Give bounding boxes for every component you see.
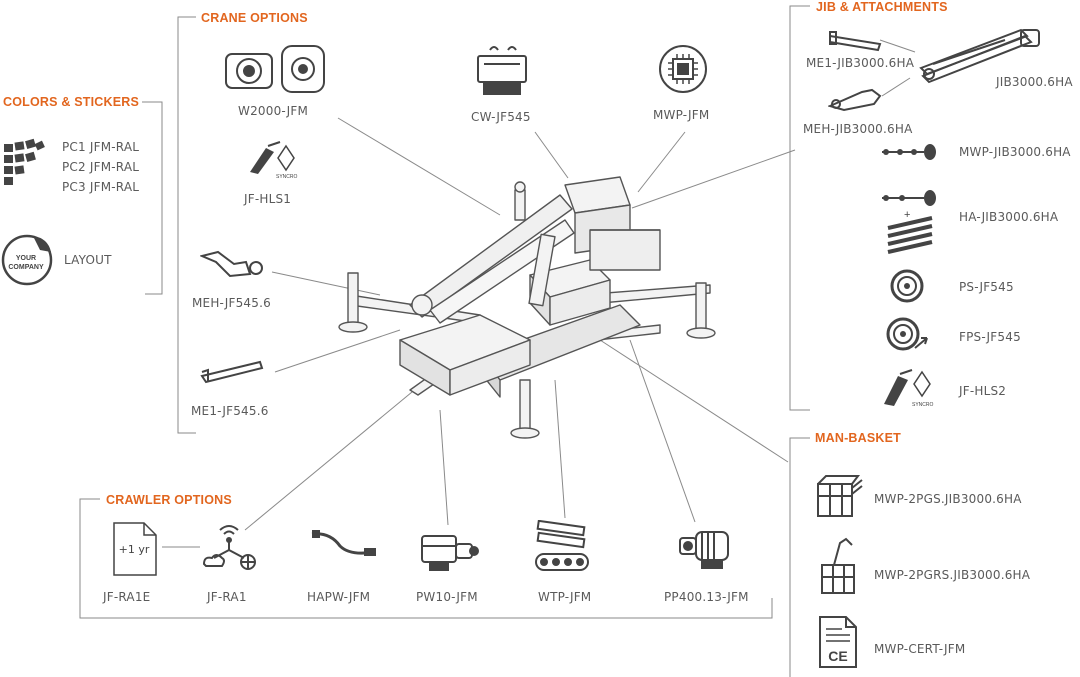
mwp-jib-label[interactable]: MWP-JIB3000.6HA xyxy=(959,145,1071,159)
wtp-label[interactable]: WTP-JFM xyxy=(538,590,592,604)
track-pads-icon xyxy=(535,520,589,571)
leader-me1-jib xyxy=(879,39,916,53)
hls2-label[interactable]: JF-HLS2 xyxy=(959,384,1007,398)
color-item-pc2[interactable]: PC2 JFM-RAL xyxy=(62,160,140,174)
section-title-man-basket: MAN-BASKET xyxy=(815,431,902,445)
basket-pgrs-label[interactable]: MWP-2PGRS.JIB3000.6HA xyxy=(874,568,1031,582)
sticker-text-your: YOUR xyxy=(16,255,36,262)
mwp-jib-icon xyxy=(882,144,936,160)
leader-meh xyxy=(271,271,381,296)
basket-bracket xyxy=(789,437,810,677)
limit-switch-icon: SYNCRO xyxy=(250,141,298,180)
power-pack-icon xyxy=(421,535,479,571)
section-title-crane-options: CRANE OPTIONS xyxy=(201,11,308,25)
color-item-pc1[interactable]: PC1 JFM-RAL xyxy=(62,140,140,154)
basket-pgrs-icon xyxy=(821,537,855,594)
counterweight-icon xyxy=(477,46,527,95)
colors-bracket xyxy=(142,101,163,295)
leader-basket xyxy=(599,339,789,463)
meh-jib-icon xyxy=(828,88,882,112)
crane-bracket xyxy=(177,16,196,434)
me1-jf545-icon xyxy=(200,360,264,384)
color-item-pc3[interactable]: PC3 JFM-RAL xyxy=(62,180,140,194)
sticker-text-company: COMPANY xyxy=(8,264,44,271)
leader-mwp xyxy=(637,131,686,193)
ra1e-label[interactable]: JF-RA1E xyxy=(103,590,151,604)
fps-label[interactable]: FPS-JF545 xyxy=(959,330,1021,344)
pp400-label[interactable]: PP400.13-JFM xyxy=(664,590,749,604)
crawler-bracket xyxy=(79,498,773,619)
extended-warranty-icon: +1 yr xyxy=(113,522,157,576)
jib-bracket xyxy=(789,5,810,411)
basket-pgs-label[interactable]: MWP-2PGS.JIB3000.6HA xyxy=(874,492,1022,506)
meh-jib-label[interactable]: MEH-JIB3000.6HA xyxy=(803,122,913,136)
remote-assistance-icon xyxy=(202,525,256,570)
leader-jib-meh xyxy=(881,77,911,97)
section-title-jib-attachments: JIB & ATTACHMENTS xyxy=(816,0,948,14)
pw10-label[interactable]: PW10-JFM xyxy=(416,590,478,604)
leader-cw xyxy=(534,131,569,179)
ha-jib-icon: + xyxy=(882,190,936,254)
jib-label[interactable]: JIB3000.6HA xyxy=(996,75,1073,89)
leader-ra1 xyxy=(244,391,413,531)
basket-pgs-icon xyxy=(817,475,863,517)
warranty-badge-text: +1 yr xyxy=(119,543,150,556)
cert-label[interactable]: MWP-CERT-JFM xyxy=(874,642,966,656)
section-title-colors-stickers: COLORS & STICKERS xyxy=(3,95,140,109)
hapw-label[interactable]: HAPW-JFM xyxy=(307,590,371,604)
limit-switch-2-icon: SYNCRO xyxy=(884,369,934,408)
leader-me1 xyxy=(274,329,401,373)
syncro-2-text: SYNCRO xyxy=(912,402,934,408)
ra1-label[interactable]: JF-RA1 xyxy=(207,590,247,604)
ha-jib-label[interactable]: HA-JIB3000.6HA xyxy=(959,210,1059,224)
winch-icon xyxy=(225,45,325,93)
crawler-crane-illustration xyxy=(338,176,716,439)
pulley-icon xyxy=(890,269,924,303)
layout-label[interactable]: LAYOUT xyxy=(64,253,112,267)
mwp-jfm-label[interactable]: MWP-JFM xyxy=(653,108,710,122)
cw-label[interactable]: CW-JF545 xyxy=(471,110,531,124)
svg-text:+: + xyxy=(904,209,910,221)
leader-pw10 xyxy=(439,409,449,526)
leader-wtp xyxy=(554,379,566,519)
me1-jf545-label[interactable]: ME1-JF545.6 xyxy=(191,404,269,418)
company-sticker-icon: YOUR COMPANY xyxy=(1,234,53,286)
syncro-text: SYNCRO xyxy=(276,174,298,180)
w2000-label[interactable]: W2000-JFM xyxy=(238,104,308,118)
hapw-cable-icon xyxy=(311,530,376,556)
meh-jf545-icon xyxy=(200,250,263,278)
section-title-crawler-options: CRAWLER OPTIONS xyxy=(106,493,232,507)
control-chip-icon xyxy=(659,45,707,93)
certificate-icon: CE xyxy=(819,616,857,668)
me1-jib-icon xyxy=(829,31,882,52)
leader-w2000 xyxy=(337,117,501,216)
jib-icon xyxy=(919,28,1040,84)
meh-jf545-label[interactable]: MEH-JF545.6 xyxy=(192,296,271,310)
electric-motor-icon xyxy=(679,531,729,569)
leader-jib xyxy=(631,149,796,209)
pulley-arrow-icon xyxy=(886,317,928,351)
ce-text: CE xyxy=(828,648,847,664)
me1-jib-label[interactable]: ME1-JIB3000.6HA xyxy=(806,56,915,70)
leader-pp xyxy=(629,339,696,523)
ps-label[interactable]: PS-JF545 xyxy=(959,280,1014,294)
hls1-label[interactable]: JF-HLS1 xyxy=(244,192,292,206)
color-palette-icon xyxy=(4,138,45,185)
colors-list: PC1 JFM-RAL PC2 JFM-RAL PC3 JFM-RAL xyxy=(62,137,139,197)
